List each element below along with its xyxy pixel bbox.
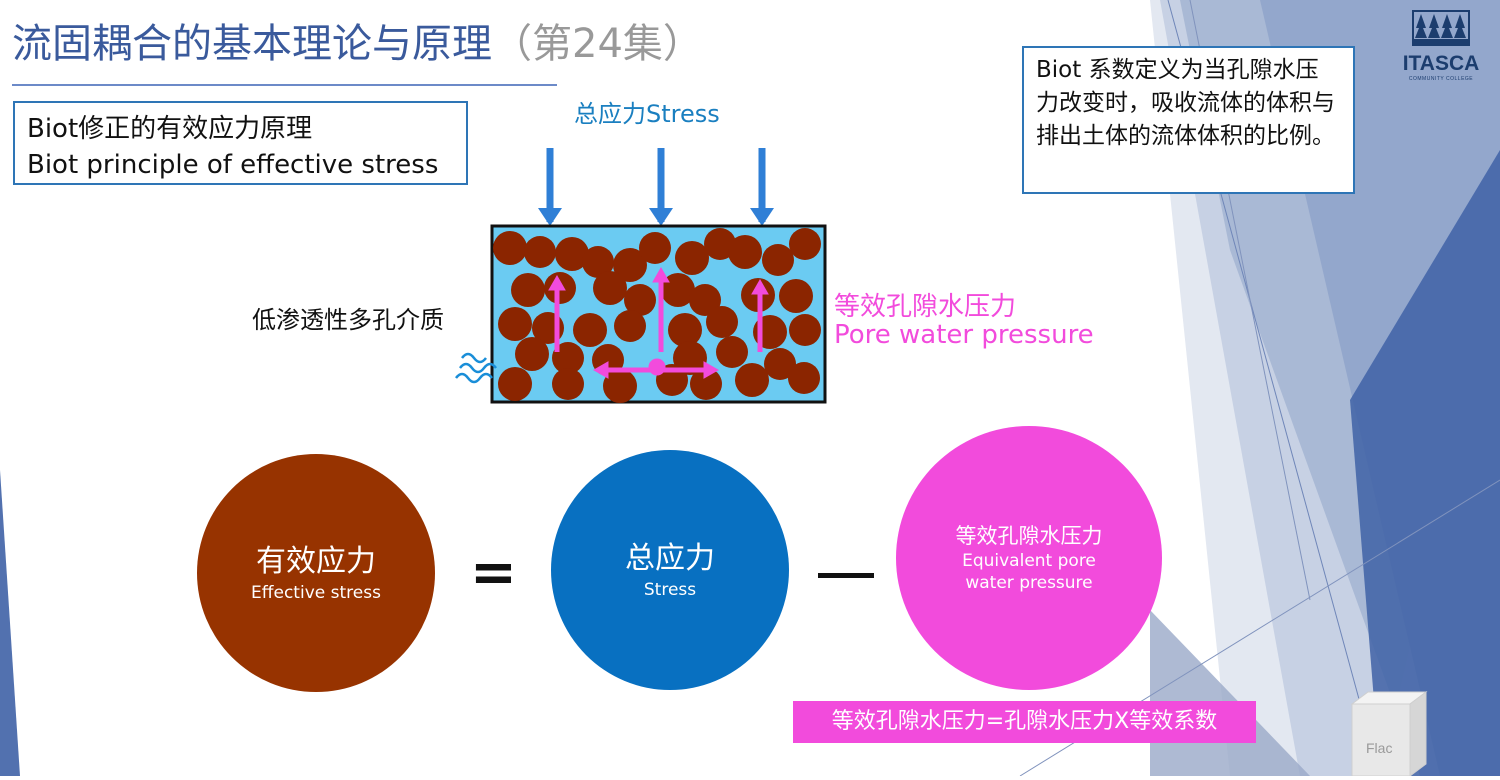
- itasca-logo-text: ITASCA: [1402, 52, 1480, 75]
- minus-sign: [818, 573, 874, 578]
- formula-banner: 等效孔隙水压力=孔隙水压力X等效系数: [793, 701, 1256, 743]
- effective-stress-cn: 有效应力: [256, 544, 376, 579]
- equivalent-pore-pressure-en-1: Equivalent pore: [962, 551, 1096, 571]
- biot-principle-en: Biot principle of effective stress: [27, 150, 439, 180]
- total-stress-en: Stress: [643, 580, 697, 600]
- biot-coefficient-definition-text: Biot 系数定义为当孔隙水压力改变时，吸收流体的体积与排出土体的流体体积的比例…: [1036, 57, 1335, 149]
- flac-cube-icon: Flac: [1348, 690, 1428, 777]
- biot-principle-box: Biot修正的有效应力原理 Biot principle of effectiv…: [13, 101, 468, 185]
- equals-sign: =: [470, 540, 517, 605]
- stress-arrows: [538, 148, 774, 226]
- equivalent-pore-pressure-cn: 等效孔隙水压力: [955, 524, 1103, 548]
- porous-medium-label: 低渗透性多孔介质: [252, 306, 444, 334]
- pore-pressure-label-cn: 等效孔隙水压力: [834, 292, 1017, 322]
- equivalent-pore-pressure-en-2: water pressure: [965, 573, 1093, 593]
- title-underline: [12, 84, 557, 86]
- flac-label: Flac: [1366, 740, 1393, 756]
- total-stress-label: 总应力Stress: [574, 100, 720, 128]
- slide-title-episode: （第24集）: [492, 21, 703, 67]
- effective-stress-en: Effective stress: [251, 583, 381, 603]
- water-wave-icon: [455, 352, 497, 384]
- pore-pressure-arrows: [548, 266, 769, 379]
- pore-pressure-label-en: Pore water pressure: [834, 320, 1094, 350]
- total-stress-circle: 总应力 Stress: [551, 450, 789, 690]
- soil-grains: [493, 228, 821, 403]
- effective-stress-circle: 有效应力 Effective stress: [197, 454, 435, 692]
- biot-coefficient-definition-box: Biot 系数定义为当孔隙水压力改变时，吸收流体的体积与排出土体的流体体积的比例…: [1022, 46, 1355, 194]
- total-stress-cn: 总应力: [625, 541, 715, 576]
- itasca-logo-subtext: COMMUNITY COLLEGE: [1408, 76, 1474, 82]
- equivalent-pore-pressure-circle: 等效孔隙水压力 Equivalent pore water pressure: [896, 426, 1162, 690]
- slide-title-main: 流固耦合的基本理论与原理: [12, 21, 492, 67]
- itasca-logo: ITASCA COMMUNITY COLLEGE: [1396, 10, 1486, 90]
- biot-principle-cn: Biot修正的有效应力原理: [27, 114, 313, 144]
- porous-medium-diagram: [455, 148, 827, 404]
- itasca-tree-logo: [1412, 10, 1470, 46]
- flac-cube-shape: [1350, 691, 1428, 777]
- slide-title: 流固耦合的基本理论与原理（第24集）: [12, 14, 703, 74]
